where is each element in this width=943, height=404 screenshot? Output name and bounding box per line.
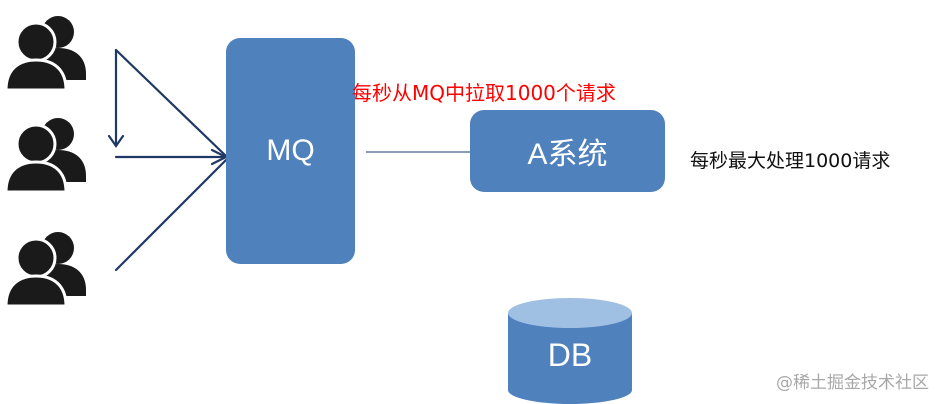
pull-rate-label: 每秒从MQ中拉取1000个请求: [352, 81, 616, 105]
watermark: @稀土掘金技术社区: [776, 373, 929, 393]
db-cylinder-icon: [508, 298, 632, 404]
system-capacity-label: 每秒最大处理1000请求: [690, 150, 891, 172]
users-icon: [4, 116, 88, 194]
mq-to-a-arrow: [366, 146, 484, 158]
arrowhead: [107, 134, 125, 148]
user-to-mq-arrows: [107, 48, 229, 272]
users-icon: [4, 230, 88, 308]
arrow-line: [114, 158, 228, 272]
mq-box: MQ: [226, 38, 355, 264]
arrow-line: [114, 48, 228, 158]
mq-label: MQ: [266, 134, 315, 167]
system-a-label: A系统: [527, 138, 608, 171]
system-a-box: A系统: [470, 110, 665, 192]
db-label: DB: [547, 337, 593, 373]
users-icon: [4, 14, 88, 92]
